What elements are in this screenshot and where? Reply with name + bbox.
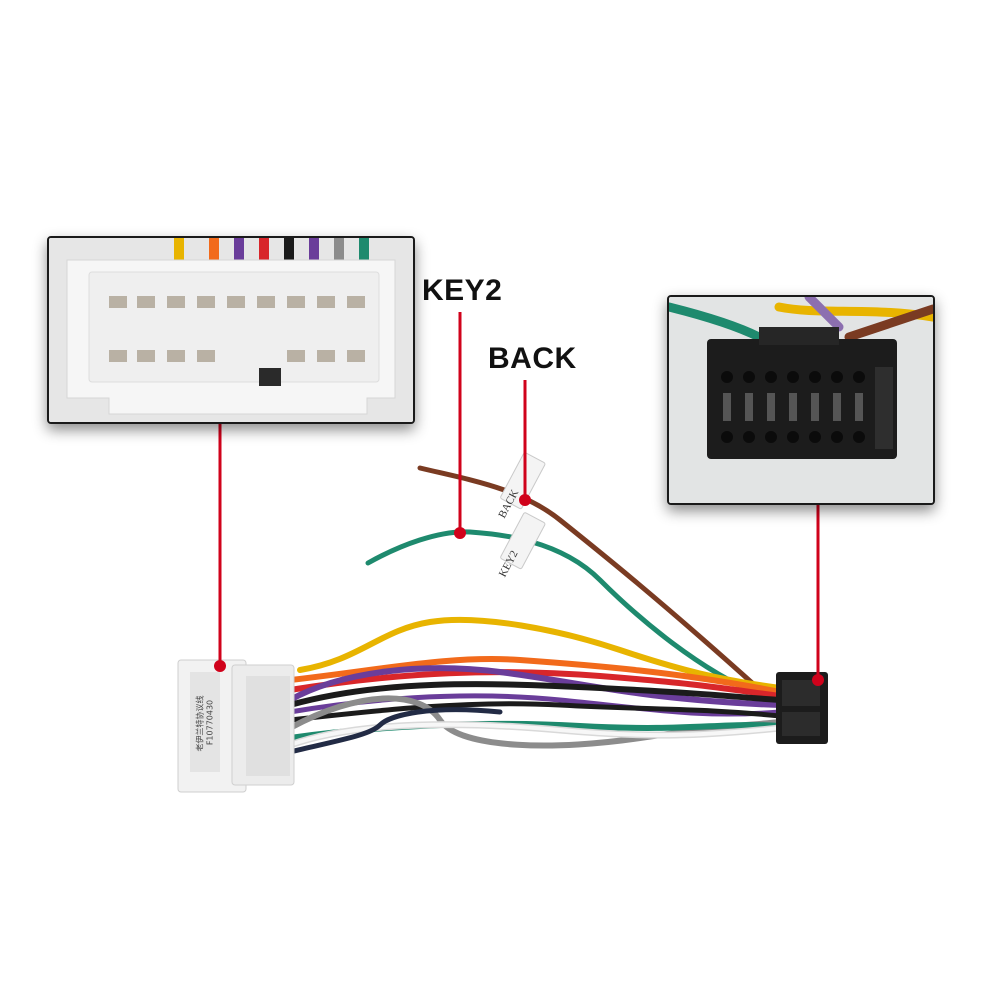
red-wire <box>287 669 783 699</box>
white-connector <box>177 659 295 793</box>
white-wire-inner <box>288 722 782 747</box>
black-wire-2 <box>287 701 783 723</box>
black-wire <box>287 681 783 708</box>
key2-leader-dot <box>454 527 466 539</box>
black-connector-leader-dot <box>812 674 824 686</box>
back-wire <box>417 465 763 693</box>
white-connector-leader-dot <box>214 660 226 672</box>
back-wire-tag <box>500 452 546 510</box>
black-connector-closeup-drawing <box>669 297 933 503</box>
back-callout-label: BACK <box>488 342 577 375</box>
orange-wire <box>287 656 783 695</box>
black-connector <box>776 672 828 744</box>
back-leader-dot <box>519 494 531 506</box>
connector-label-line2: F10770430 <box>205 699 215 746</box>
connector-label: 老伊兰特协议线 F10770430 <box>186 688 216 768</box>
key2-wire-tag <box>500 512 546 570</box>
connector-label-line1: 老伊兰特协议线 <box>195 695 205 752</box>
white-connector-closeup-drawing <box>49 238 413 422</box>
key2-wire <box>365 529 763 698</box>
key2-callout-label: KEY2 <box>422 274 503 307</box>
dark-wire <box>287 707 503 755</box>
white-connector-closeup <box>47 236 415 424</box>
yellow-wire <box>297 616 783 691</box>
black-connector-closeup <box>667 295 935 505</box>
purple-wire <box>287 665 783 708</box>
